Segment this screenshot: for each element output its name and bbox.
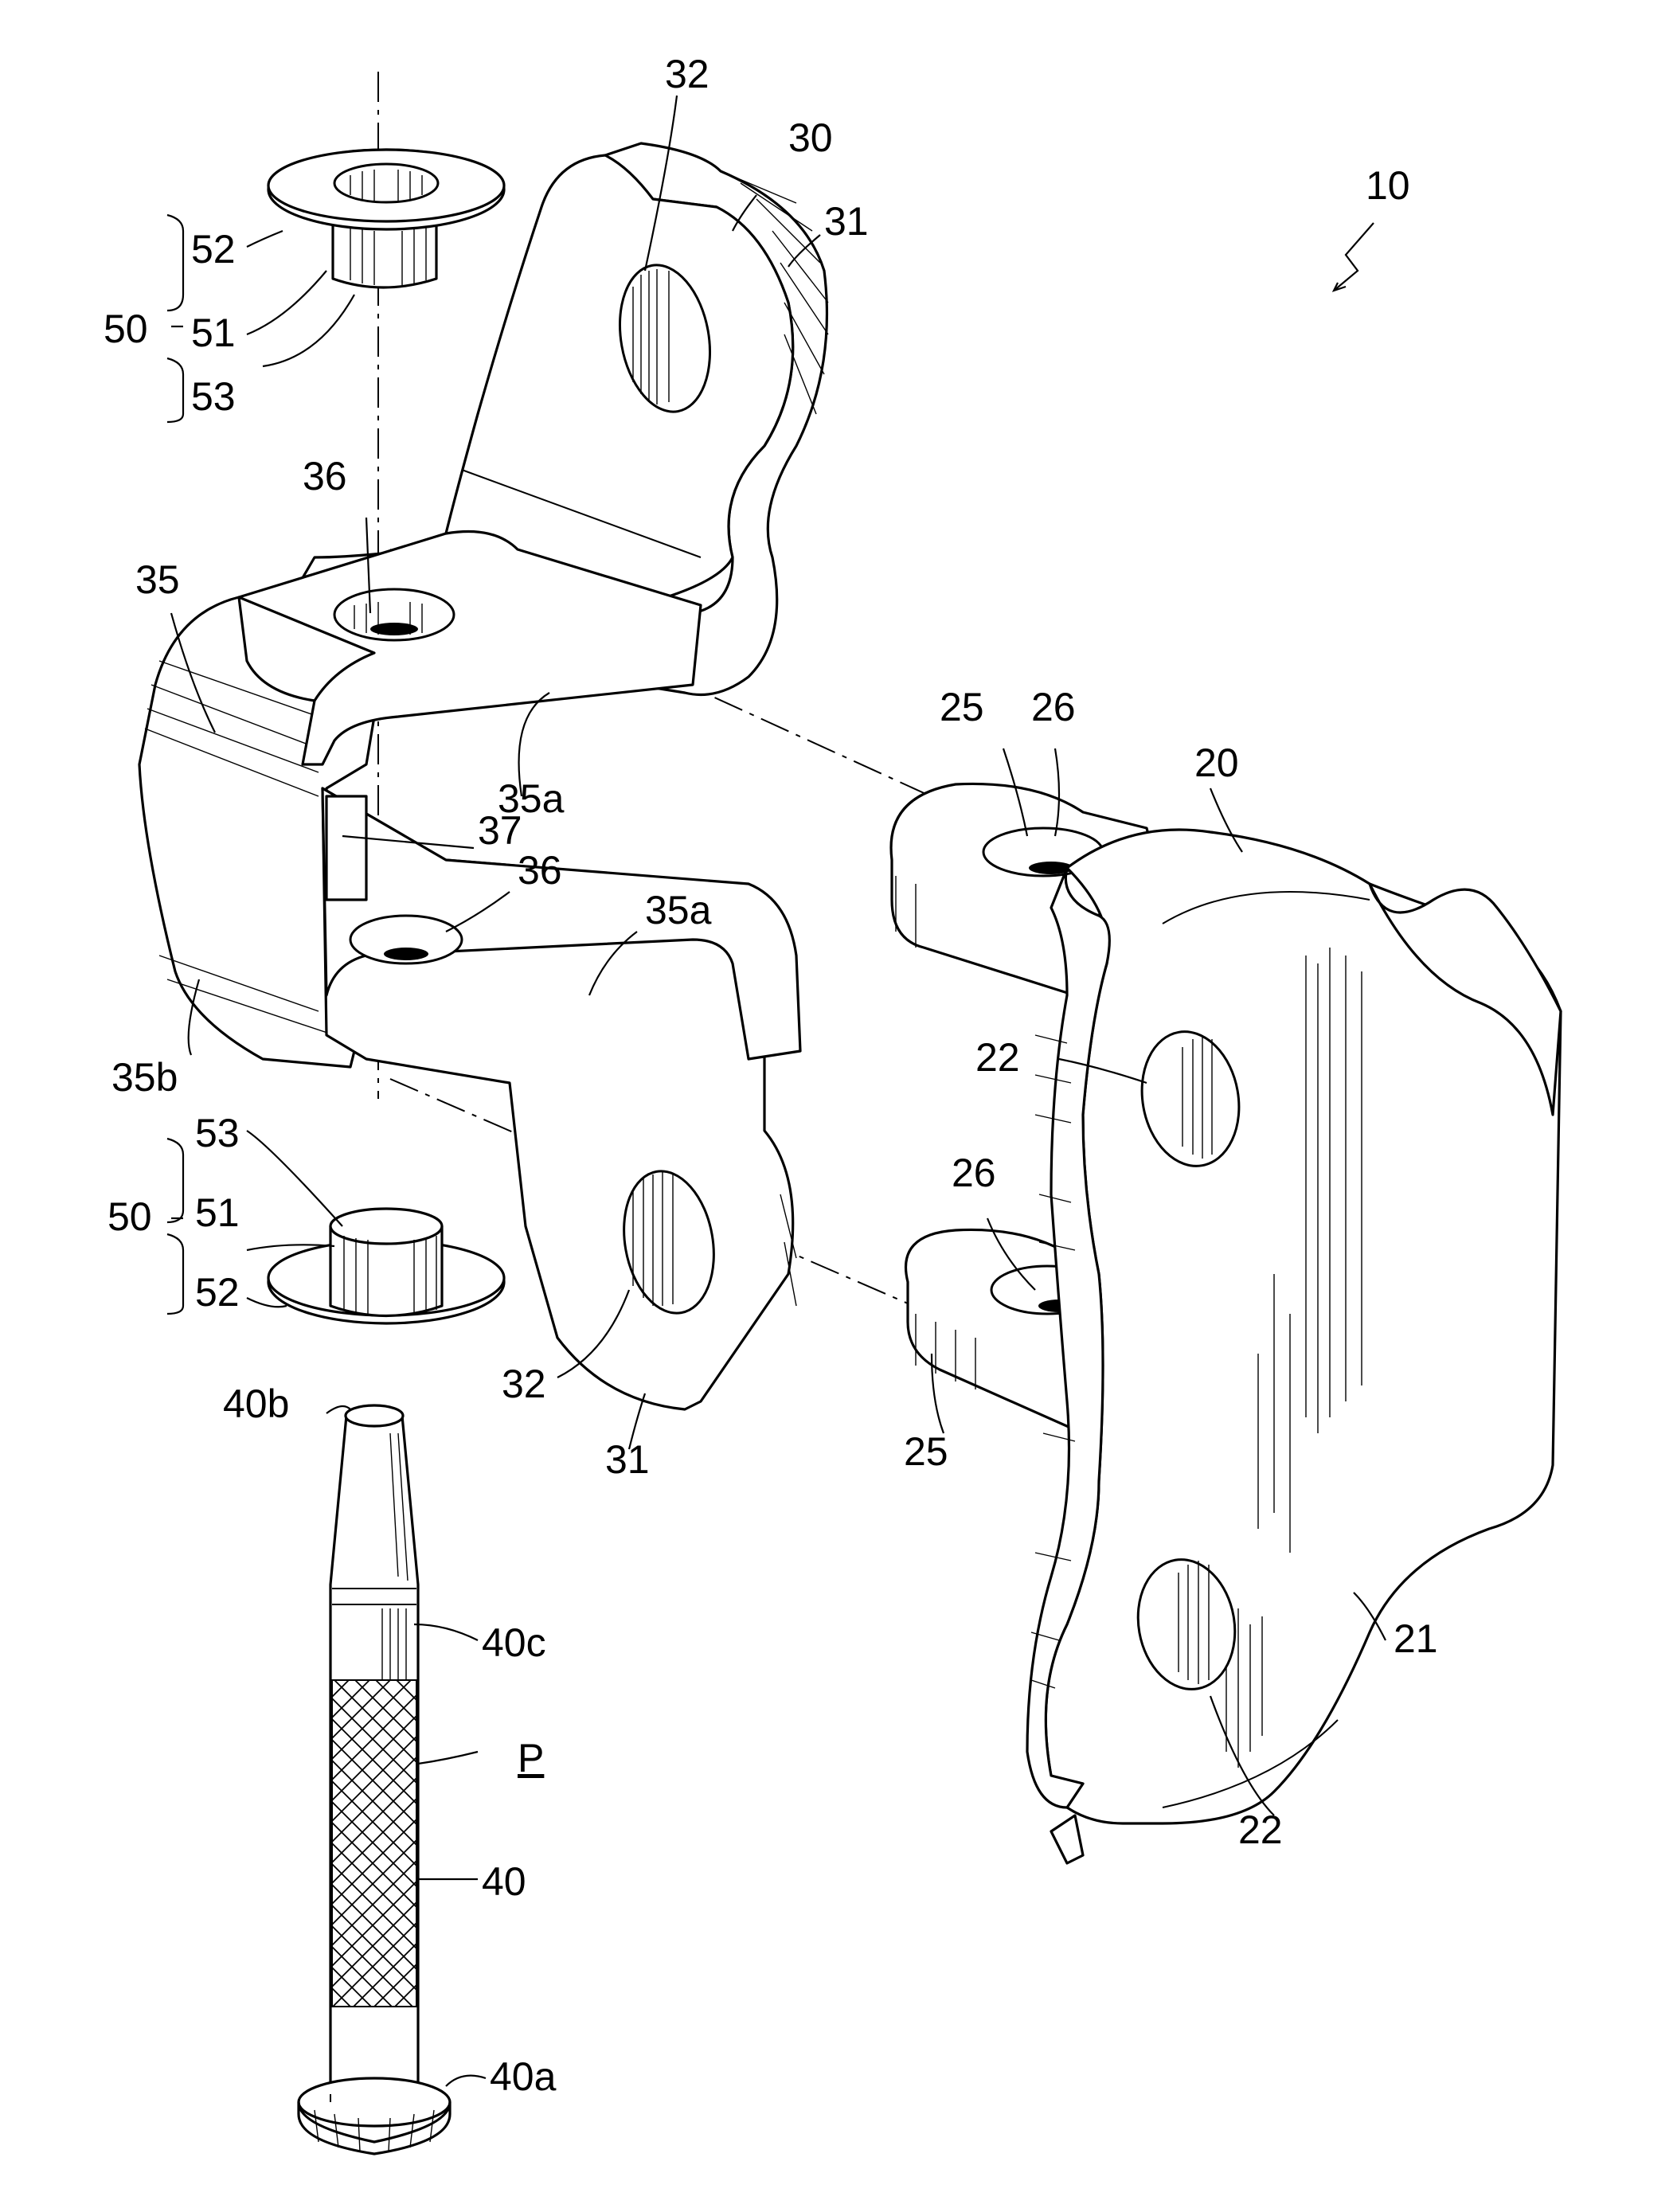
label-36-upper: 36 bbox=[303, 454, 347, 498]
label-21: 21 bbox=[1394, 1616, 1438, 1661]
label-37: 37 bbox=[478, 808, 522, 853]
label-51-upper: 51 bbox=[191, 311, 236, 355]
label-20: 20 bbox=[1194, 741, 1239, 785]
label-40c: 40c bbox=[482, 1620, 546, 1665]
body-bracket bbox=[891, 784, 1561, 1863]
label-40: 40 bbox=[482, 1859, 526, 1904]
label-35a-middle: 35a bbox=[645, 888, 712, 932]
label-10-figure-ref: 10 bbox=[1366, 163, 1410, 208]
label-31-lower: 31 bbox=[605, 1437, 650, 1482]
label-25-upper: 25 bbox=[940, 685, 984, 729]
label-53-lower: 53 bbox=[195, 1111, 240, 1155]
label-50-upper: 50 bbox=[104, 307, 148, 351]
label-P: P bbox=[518, 1736, 544, 1780]
label-22-middle: 22 bbox=[975, 1035, 1020, 1080]
hinge-pin bbox=[299, 1405, 450, 2154]
label-35: 35 bbox=[135, 557, 180, 602]
label-22-lower: 22 bbox=[1238, 1808, 1283, 1852]
label-51-lower: 51 bbox=[195, 1190, 240, 1235]
label-40b: 40b bbox=[223, 1382, 289, 1426]
label-52-lower: 52 bbox=[195, 1270, 240, 1315]
label-30: 30 bbox=[788, 115, 833, 160]
label-36-middle: 36 bbox=[518, 848, 562, 893]
label-50-lower: 50 bbox=[108, 1194, 152, 1239]
bush-bottom bbox=[268, 1209, 504, 1323]
bush-top bbox=[268, 150, 504, 287]
label-26-lower: 26 bbox=[952, 1151, 996, 1195]
label-26-upper: 26 bbox=[1031, 685, 1076, 729]
label-32-lower: 32 bbox=[502, 1362, 546, 1406]
label-25-lower: 25 bbox=[904, 1429, 948, 1474]
label-40a: 40a bbox=[490, 2054, 557, 2099]
label-31-upper: 31 bbox=[824, 199, 869, 244]
label-32-upper: 32 bbox=[665, 52, 710, 96]
label-35b: 35b bbox=[111, 1055, 178, 1100]
label-53-upper: 53 bbox=[191, 374, 236, 419]
label-52-upper: 52 bbox=[191, 227, 236, 272]
